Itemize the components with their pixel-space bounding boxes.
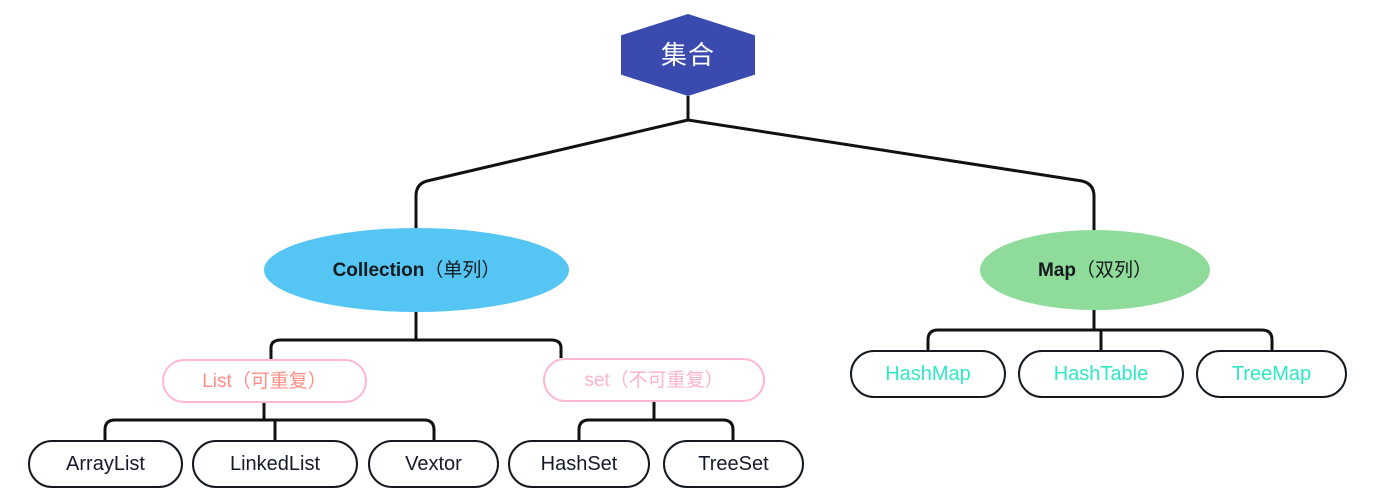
- node-treeset[interactable]: TreeSet: [663, 440, 804, 488]
- node-set[interactable]: set（不可重复）: [543, 358, 765, 402]
- edge-map-bus: [926, 328, 1274, 350]
- node-treemap[interactable]: TreeMap: [1196, 350, 1347, 398]
- node-collection[interactable]: Collection （单列）: [264, 228, 569, 312]
- node-collection-label-en: Collection: [332, 259, 425, 281]
- node-linkedlist[interactable]: LinkedList: [192, 440, 358, 488]
- edge-collection-bus: [269, 338, 563, 359]
- node-map-label-en: Map: [1037, 259, 1076, 281]
- node-arraylist[interactable]: ArrayList: [28, 440, 183, 488]
- node-hashset[interactable]: HashSet: [508, 440, 650, 488]
- edge-set-bus: [577, 418, 735, 440]
- edge-root-to-collection: [414, 118, 689, 232]
- node-vextor[interactable]: Vextor: [368, 440, 499, 488]
- node-list[interactable]: List（可重复）: [162, 359, 367, 403]
- node-root-jihe[interactable]: 集合: [621, 14, 755, 96]
- node-collection-label-zh: （单列）: [424, 259, 501, 281]
- edge-root-to-map: [687, 118, 1096, 234]
- node-map[interactable]: Map （双列）: [980, 230, 1210, 310]
- node-map-label-zh: （双列）: [1075, 259, 1152, 281]
- node-hashmap[interactable]: HashMap: [850, 350, 1006, 398]
- node-hashtable[interactable]: HashTable: [1018, 350, 1184, 398]
- edge-list-bus: [103, 418, 436, 440]
